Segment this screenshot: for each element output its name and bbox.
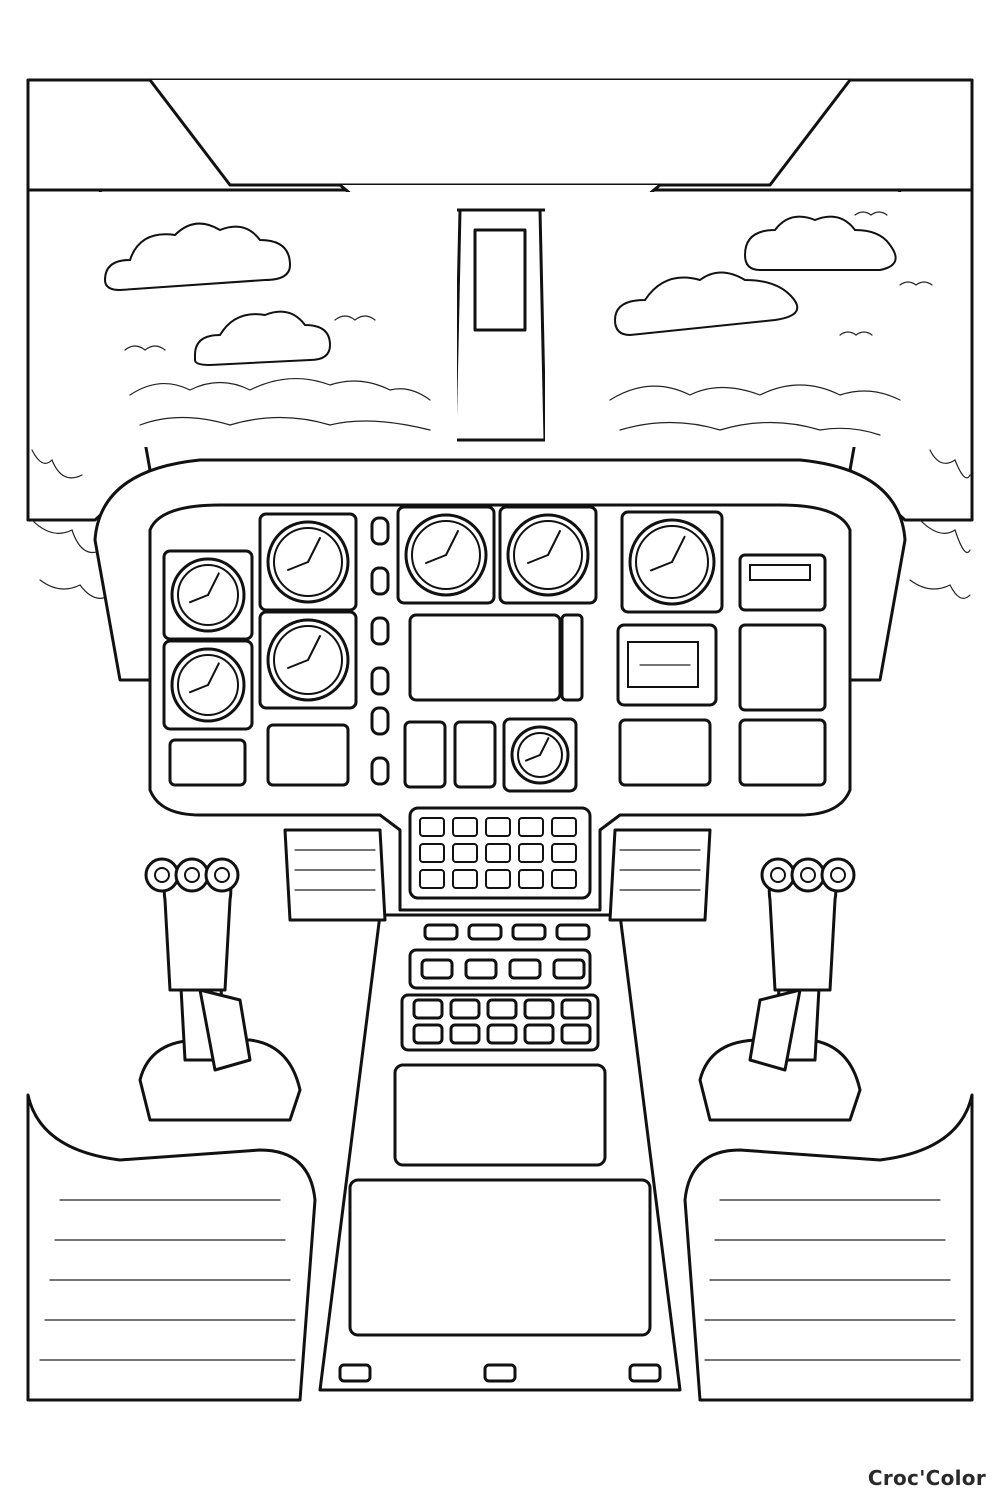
cloud-icon — [103, 222, 292, 292]
switch-icon — [511, 923, 547, 941]
switch-icon — [370, 756, 390, 786]
seat-right — [683, 1093, 974, 1402]
switch-icon — [467, 923, 503, 941]
switch-icon — [412, 1023, 444, 1045]
gauge-icon — [162, 639, 254, 731]
center-console — [318, 913, 682, 1392]
cyclic-stick-left — [138, 857, 302, 1122]
seat-left — [26, 1093, 317, 1402]
switch-icon — [483, 1363, 517, 1383]
switch-icon — [423, 923, 459, 941]
cloud-icon — [613, 271, 799, 337]
gauge-icon — [396, 505, 496, 605]
switch-icon — [464, 958, 498, 980]
bird-icon — [334, 315, 376, 321]
switch-icon — [449, 998, 481, 1020]
switch-icon — [486, 1023, 518, 1045]
switch-icon — [412, 998, 444, 1020]
cloud-icon — [194, 310, 332, 367]
bird-icon — [899, 281, 933, 286]
cyclic-stick-right — [698, 857, 862, 1122]
bird-icon — [124, 345, 166, 351]
gauge-icon — [162, 549, 254, 641]
switch-icon — [370, 516, 390, 546]
pedal-area — [283, 828, 712, 922]
side-windows — [31, 449, 971, 599]
gauge-icon — [258, 610, 358, 710]
switch-icon — [552, 958, 586, 980]
bird-icon — [839, 331, 873, 336]
switch-icon — [449, 1023, 481, 1045]
switch-icon — [370, 706, 390, 736]
switch-icon — [420, 958, 454, 980]
switch-icon — [508, 958, 542, 980]
gauge-icon — [258, 512, 358, 612]
switch-icon — [628, 1363, 662, 1383]
switch-icon — [560, 998, 592, 1020]
gauge-icon — [502, 717, 578, 793]
brand-watermark: Croc'Color — [867, 1466, 986, 1490]
switch-icon — [560, 1023, 592, 1045]
switch-icon — [523, 1023, 555, 1045]
switch-icon — [370, 666, 390, 696]
instrument-panel — [93, 458, 907, 912]
gauge-icon — [498, 505, 598, 605]
switch-icon — [555, 923, 591, 941]
cloud-icon — [743, 215, 897, 271]
bird-icon — [854, 211, 888, 216]
sky — [62, 192, 945, 447]
switch-icon — [370, 616, 390, 646]
switch-icon — [338, 1363, 372, 1383]
switch-icon — [486, 998, 518, 1020]
gauge-icon — [620, 510, 724, 614]
switch-icon — [370, 566, 390, 596]
switch-icon — [523, 998, 555, 1020]
center-display — [408, 613, 562, 702]
